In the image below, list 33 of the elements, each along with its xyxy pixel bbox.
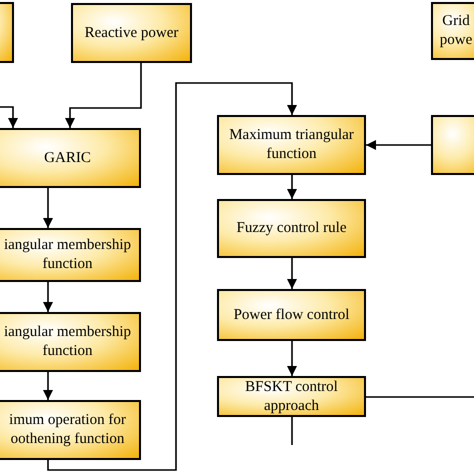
box-text: GARIC bbox=[44, 148, 91, 168]
process-box bbox=[217, 115, 366, 175]
arrow bbox=[65, 63, 142, 128]
process-box bbox=[71, 3, 192, 63]
process-box bbox=[0, 228, 141, 282]
box-text: iangular membership function bbox=[2, 323, 132, 361]
box-text: iangular membership function bbox=[2, 236, 132, 274]
arrow bbox=[43, 188, 53, 228]
arrow bbox=[287, 341, 297, 376]
arrow bbox=[287, 175, 297, 199]
process-box bbox=[431, 115, 474, 175]
box-text: Maximum triangular function bbox=[229, 126, 354, 164]
process-box bbox=[217, 289, 366, 341]
box-text: BFSKT control approach bbox=[244, 378, 339, 416]
arrow bbox=[43, 282, 53, 312]
process-box bbox=[217, 376, 366, 417]
arrow bbox=[287, 258, 297, 289]
process-box bbox=[431, 2, 474, 60]
box-text: Power flow control bbox=[234, 306, 350, 324]
arrow bbox=[43, 372, 53, 400]
box-text: Grid powe bbox=[438, 12, 474, 50]
process-box bbox=[0, 128, 141, 188]
process-box bbox=[0, 312, 141, 372]
connector-line bbox=[291, 417, 293, 445]
box-text: Reactive power bbox=[84, 24, 178, 42]
arrow bbox=[0, 106, 18, 128]
arrow bbox=[366, 140, 431, 150]
box-text: imum operation for oothening function bbox=[8, 411, 127, 449]
box-text: Fuzzy control rule bbox=[236, 219, 346, 238]
process-box bbox=[217, 199, 366, 258]
process-box bbox=[0, 400, 141, 460]
arrow bbox=[47, 82, 297, 471]
connector-line bbox=[366, 396, 474, 398]
